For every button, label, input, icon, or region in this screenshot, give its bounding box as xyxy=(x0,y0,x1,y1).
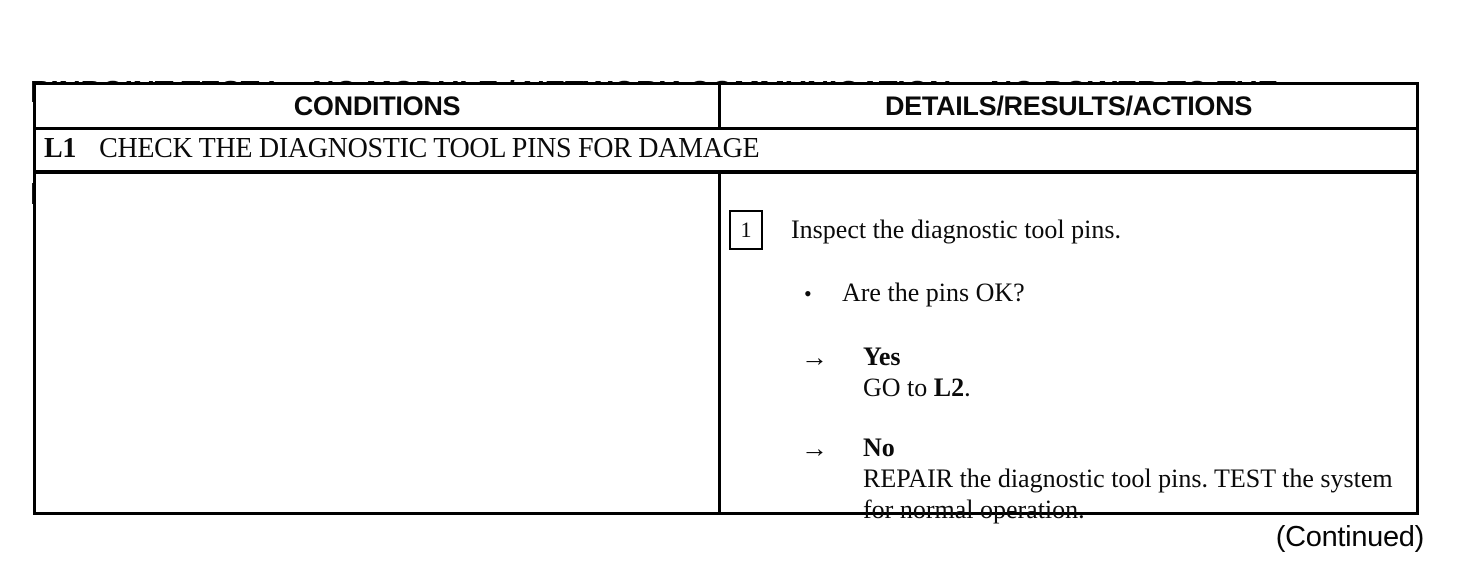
test-step-id: L1 xyxy=(44,133,77,164)
outcome-yes-label: Yes xyxy=(863,342,901,371)
details-results-actions-column-header: DETAILS/RESULTS/ACTIONS xyxy=(884,91,1253,121)
outcome-yes: → Yes GO to L2. xyxy=(801,342,1406,403)
outcome-no: → No REPAIR the diagnostic tool pins. TE… xyxy=(801,433,1406,525)
conditions-cell-empty xyxy=(36,174,721,512)
outcome-yes-body: Yes GO to L2. xyxy=(863,342,971,403)
right-arrow-icon: → xyxy=(801,342,828,372)
table-body-row: 1 Inspect the diagnostic tool pins. • Ar… xyxy=(36,174,1416,524)
details-results-actions-cell: 1 Inspect the diagnostic tool pins. • Ar… xyxy=(721,174,1416,524)
outcome-yes-action: GO to L2. xyxy=(863,373,971,402)
step-number-box: 1 xyxy=(729,210,763,250)
bullet-icon: • xyxy=(804,281,812,306)
question-line: • Are the pins OK? xyxy=(804,278,1406,308)
outcome-no-action: REPAIR the diagnostic tool pins. TEST th… xyxy=(863,464,1393,524)
test-step-title-row: L1 CHECK THE DIAGNOSTIC TOOL PINS FOR DA… xyxy=(36,130,1416,174)
table-header-row: CONDITIONS DETAILS/RESULTS/ACTIONS xyxy=(36,85,1416,130)
right-arrow-icon: → xyxy=(801,433,828,463)
test-step-title: CHECK THE DIAGNOSTIC TOOL PINS FOR DAMAG… xyxy=(99,133,760,164)
continued-note: (Continued) xyxy=(1275,521,1425,553)
instruction-line: 1 Inspect the diagnostic tool pins. xyxy=(729,210,1406,250)
pinpoint-test-table: CONDITIONS DETAILS/RESULTS/ACTIONS L1 CH… xyxy=(33,82,1419,524)
conditions-column-header: CONDITIONS xyxy=(36,85,721,127)
outcome-no-label: No xyxy=(863,433,895,462)
outcome-no-body: No REPAIR the diagnostic tool pins. TEST… xyxy=(863,433,1406,525)
question-text: Are the pins OK? xyxy=(842,278,1025,307)
instruction-text: Inspect the diagnostic tool pins. xyxy=(791,215,1122,244)
